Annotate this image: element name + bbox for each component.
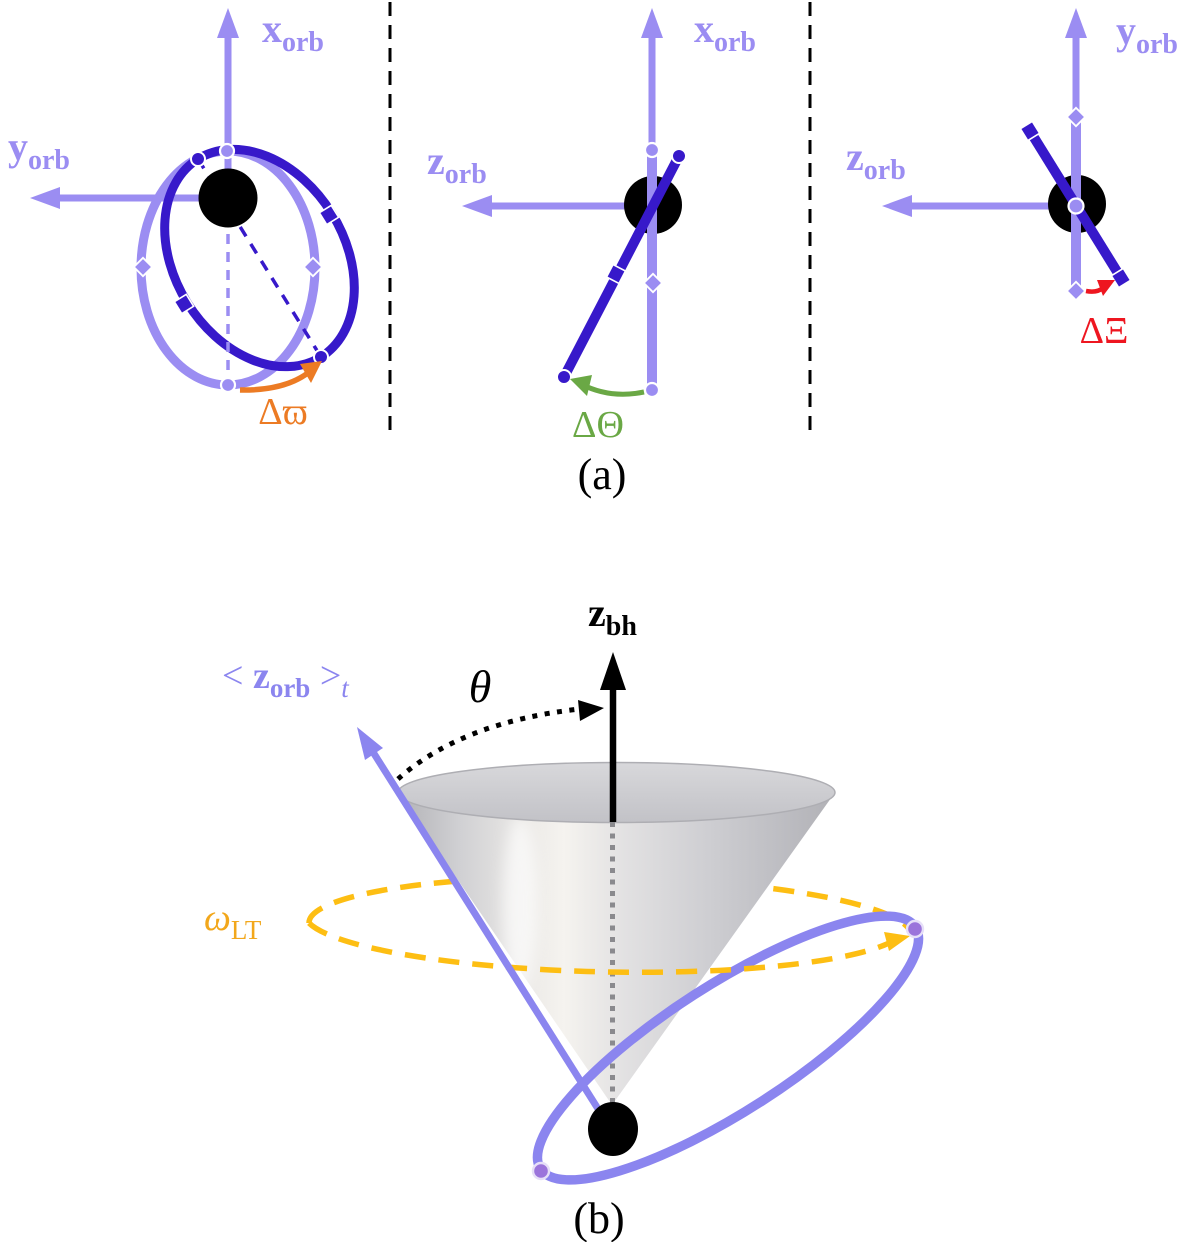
precessed-orbit-ellipse: [160, 144, 359, 372]
view-yz-plane: yorb zorb ΔΞ: [846, 8, 1178, 352]
periapsis-shift-label: Δϖ: [258, 391, 307, 433]
view-xy-plane: xorb yorb Δϖ: [8, 6, 359, 433]
initial-node-marker: [642, 272, 664, 294]
cone-highlight: [503, 817, 537, 993]
initial-orbit-top-marker: [643, 141, 661, 159]
precessed-periapsis-marker: [190, 151, 206, 167]
panel-a-tag: (a): [578, 450, 627, 499]
precession-cone: [397, 761, 836, 1105]
tilt-angle-arrowhead-icon: [578, 700, 604, 721]
mean-orbit-axis-label: < zorb >t: [222, 655, 350, 703]
initial-node-marker-left: [132, 256, 154, 278]
y-orb-axis-arrowhead-icon: [1065, 8, 1087, 38]
cone-top-rim: [397, 761, 836, 824]
precession-rate-label: ωLT: [204, 897, 262, 945]
x-orb-axis-arrowhead-icon: [641, 8, 663, 38]
precession-arrowhead-icon: [884, 932, 910, 951]
precessed-apoapsis-marker: [313, 349, 329, 365]
x-orb-axis-arrowhead-icon: [217, 8, 239, 38]
initial-orbit-bottom-marker: [643, 381, 661, 399]
z-orb-axis-arrowhead-icon: [882, 195, 912, 217]
nodal-tilt-label: ΔΘ: [572, 404, 624, 446]
nodal-tilt-arrow: [579, 381, 645, 397]
z-orb-axis-label: zorb: [846, 134, 906, 186]
initial-node-marker-bottom: [1065, 280, 1087, 302]
orbit-center-marker: [1067, 197, 1085, 215]
tilt-angle-arc: [396, 706, 581, 781]
mean-orbit-axis-arrowhead-icon: [357, 727, 383, 760]
precessed-node-marker-left: [173, 293, 195, 315]
tilted-orbit-top-marker: [671, 148, 687, 164]
panel-a: xorb yorb Δϖ xorb zorb ΔΘ: [8, 2, 1178, 499]
y-orb-axis-label: yorb: [1116, 8, 1178, 60]
periapsis-shift-arrowhead-icon: [300, 361, 322, 383]
initial-node-marker-top: [1065, 106, 1087, 128]
initial-apoapsis-marker: [219, 376, 237, 394]
initial-periapsis-marker: [218, 142, 236, 160]
precessed-node-marker-right: [318, 204, 340, 226]
z-orb-axis-label: zorb: [427, 138, 487, 190]
panel-b: zbh < zorb >t θ ωLT (b): [204, 590, 925, 1242]
initial-node-marker-right: [302, 256, 324, 278]
panel-b-tag: (b): [573, 1194, 624, 1242]
tilted-orbit-bottom-marker: [556, 369, 572, 385]
tilted-orbit-edge-on: [559, 153, 684, 380]
mean-orbit-axis-arrow: [370, 750, 603, 1114]
twisted-node-marker-bottom: [1110, 267, 1132, 289]
tilt-angle-label: θ: [469, 661, 492, 712]
tilted-node-marker: [605, 263, 627, 285]
xi-shift-label: ΔΞ: [1080, 310, 1129, 352]
x-orb-axis-label: xorb: [262, 6, 324, 58]
spin-axis-arrowhead-icon: [600, 652, 626, 690]
view-xz-plane: xorb zorb ΔΘ: [427, 6, 756, 446]
black-hole: [588, 1102, 638, 1156]
z-orb-axis-arrowhead-icon: [462, 195, 492, 217]
nodal-tilt-arrowhead-icon: [570, 375, 592, 396]
y-orb-axis-label: yorb: [8, 124, 70, 176]
black-hole: [198, 168, 258, 228]
y-orb-axis-arrowhead-icon: [30, 187, 60, 209]
x-orb-axis-label: xorb: [694, 6, 756, 58]
xi-shift-arrowhead-icon: [1097, 280, 1115, 296]
spin-axis-label: zbh: [588, 590, 637, 642]
orbit-marker-right: [905, 919, 925, 939]
precession-circle-front: [307, 921, 895, 976]
twisted-node-marker-top: [1019, 120, 1041, 142]
orbit-marker-left: [531, 1161, 551, 1181]
